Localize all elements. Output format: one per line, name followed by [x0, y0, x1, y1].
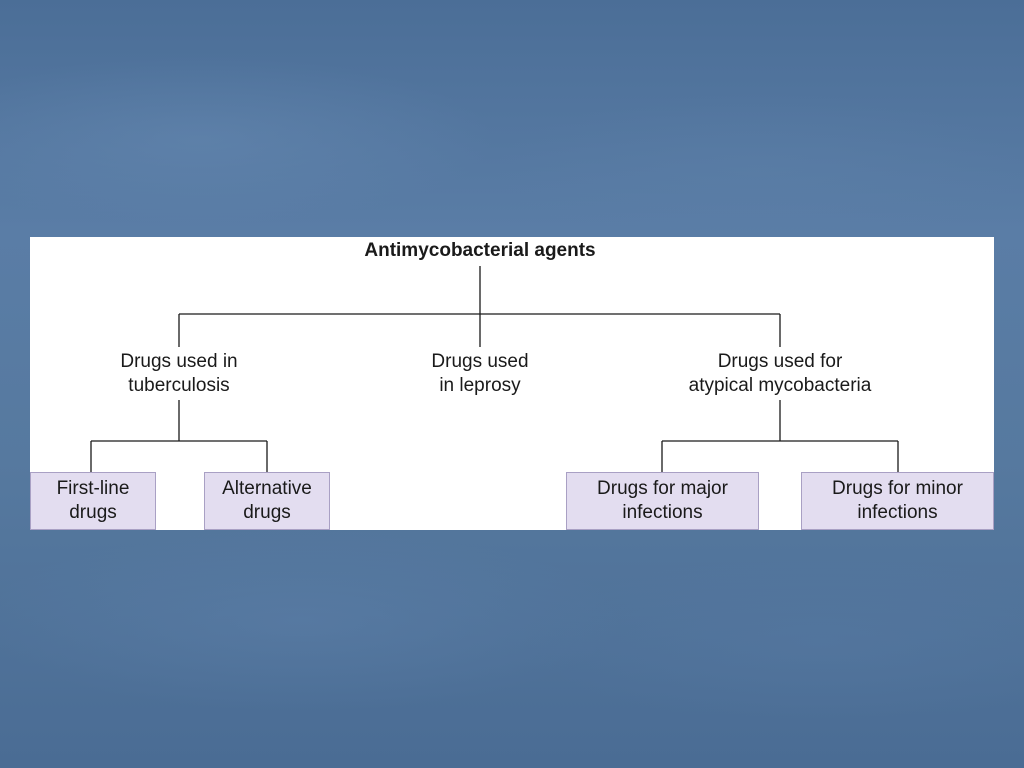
leaf-major-infections: Drugs for major infections	[566, 472, 759, 530]
leaf-minor-infections: Drugs for minor infections	[801, 472, 994, 530]
leaf-alternative-line1: Alternative	[222, 478, 312, 499]
node-atypical-line1: Drugs used for	[717, 351, 843, 372]
node-tuberculosis: Drugs used in tuberculosis	[79, 350, 279, 398]
connector-lines	[90, 266, 899, 472]
leaf-first-line-line2: drugs	[69, 502, 117, 523]
node-leprosy-line1: Drugs used	[431, 351, 529, 372]
leaf-major-line1: Drugs for major	[597, 478, 728, 499]
node-tuberculosis-line2: tuberculosis	[128, 375, 230, 396]
node-leprosy-line2: in leprosy	[439, 375, 521, 396]
leaf-first-line-drugs: First-line drugs	[30, 472, 156, 530]
node-leprosy: Drugs used in leprosy	[380, 350, 580, 398]
node-atypical-line2: atypical mycobacteria	[688, 375, 872, 396]
leaf-alternative-line2: drugs	[243, 502, 291, 523]
node-tuberculosis-line1: Drugs used in	[120, 351, 238, 372]
node-atypical: Drugs used for atypical mycobacteria	[650, 350, 910, 398]
leaf-minor-line2: infections	[857, 502, 938, 523]
leaf-minor-line1: Drugs for minor	[832, 478, 963, 499]
root-node-title: Antimycobacterial agents	[364, 240, 596, 261]
leaf-major-line2: infections	[622, 502, 703, 523]
leaf-first-line-line1: First-line	[56, 478, 130, 499]
diagram-panel: Antimycobacterial agents Drugs used in t…	[30, 237, 994, 530]
leaf-alternative-drugs: Alternative drugs	[204, 472, 330, 530]
